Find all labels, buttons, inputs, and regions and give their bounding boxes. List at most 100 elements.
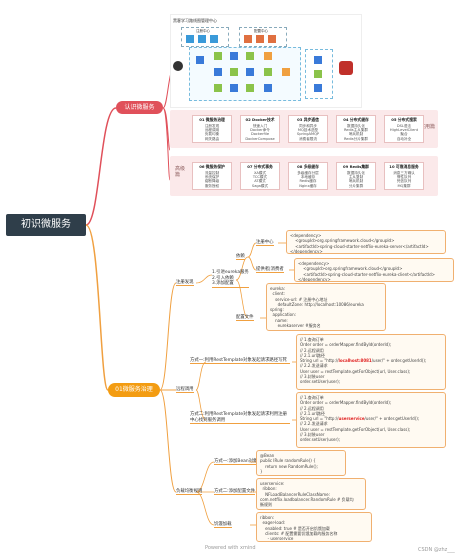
- practice-card-desc: DSL语法: [396, 124, 412, 128]
- practice-card-desc: 消费者限流: [299, 136, 317, 141]
- advanced-card-desc: 系统保护: [204, 175, 220, 180]
- advanced-card-title: 08 多级缓存: [297, 164, 319, 169]
- practice-card-desc: HighLevelClient: [389, 128, 419, 133]
- advanced-card-desc: 服务授权: [204, 183, 220, 188]
- users-icon: [173, 61, 183, 71]
- practice-card-title: 03 异步通信: [297, 117, 319, 122]
- practice-card-desc: SpringAMQP: [296, 132, 320, 137]
- practice-card-desc: 网关路由: [204, 136, 220, 141]
- branch-know-microservices[interactable]: 认识微服务: [116, 101, 163, 114]
- lb-code-1: @Bean public IRule randomRule() { return…: [256, 450, 346, 476]
- server-icon: [198, 35, 206, 43]
- practice-card-desc: 同步和异步: [299, 124, 317, 128]
- practice-card-desc: 数据持久化: [347, 124, 365, 128]
- remote-code-2-before: // 1.查询订单 Order order = orderMapper.find…: [300, 395, 392, 422]
- registry-client-topic[interactable]: 提供者|消费者: [256, 267, 284, 273]
- config-region: 配置中心: [239, 27, 287, 47]
- registry-steps: 1.引进eureka服务 2.引入依赖 3.添加配置: [212, 270, 249, 288]
- lb-code-2: userservice: ribbon: NFLoadBalancerRuleC…: [256, 478, 366, 510]
- eureka-config-code: eureka: client: service-url: # 注册中心地址 de…: [266, 283, 386, 331]
- advanced-card-desc: 惰性队列: [396, 175, 412, 180]
- advanced-card-title: 07 分布式事务: [247, 164, 273, 169]
- load-balance-topic[interactable]: 负载均衡规则: [176, 489, 203, 495]
- middleware-icon: [314, 70, 322, 78]
- server-dependency-code: <dependency> <groupId>org.springframewor…: [286, 230, 446, 254]
- branch-microservice-governance[interactable]: 01微服务治理: [108, 383, 160, 397]
- architecture-title: 黑客学习路线图管理中心: [173, 18, 217, 23]
- lazy-load-topic[interactable]: 饥饿加载: [214, 522, 232, 528]
- advanced-card-desc: Redis缓存: [299, 179, 317, 184]
- practice-card-desc: 注册发现: [204, 124, 220, 128]
- advanced-card-desc: 分片集群: [348, 183, 364, 188]
- remote-code-2-host: userservice: [338, 416, 365, 422]
- service-icon: [214, 68, 222, 76]
- remote-call-topic[interactable]: 远程调用: [176, 387, 194, 393]
- practice-card-desc: Redis分片集群: [343, 136, 369, 141]
- advanced-card[interactable]: 06 微服务保护流量控制系统保护熔断降级服务授权: [192, 162, 232, 190]
- advanced-card-desc: 熔断降级: [204, 179, 220, 184]
- practice-card-desc: MQ技术选型: [297, 128, 319, 133]
- root-topic[interactable]: 初识微服务: [6, 214, 86, 236]
- service-icon: [214, 52, 222, 60]
- advanced-card[interactable]: 09 Redis集群数据持久化主从复制哨兵机制分片集群: [336, 162, 376, 190]
- advanced-card-title: 09 Redis集群: [343, 164, 369, 169]
- practice-card-desc: 自动补全: [396, 136, 412, 141]
- remote-method-1[interactable]: 方式一:利用RestTemplate对象发起请求路径写死: [190, 357, 290, 364]
- practice-card-title: 05 分布式搜索: [391, 117, 417, 122]
- registry-server-topic[interactable]: 注册中心: [256, 240, 274, 246]
- practice-card-desc: 远程调用: [204, 128, 220, 133]
- advanced-card-desc: 主从复制: [348, 175, 364, 180]
- service-icon: [264, 68, 272, 76]
- server-icon: [244, 35, 252, 43]
- middleware-icon: [314, 84, 322, 92]
- remote-code-2-after: /user/" + order.getUserId(); // 2.2.发送请求…: [300, 416, 420, 443]
- advanced-card-desc: 流量控制: [204, 171, 220, 175]
- service-icon: [196, 56, 204, 64]
- registry-region: 注册中心: [181, 27, 229, 47]
- practice-side-label: 实用篇: [420, 124, 436, 130]
- credit: CSDN @zhz___: [418, 547, 455, 553]
- service-icon: [230, 84, 238, 92]
- advanced-card-desc: Saga模式: [251, 183, 269, 188]
- dependency-topic[interactable]: 依赖: [236, 254, 245, 260]
- config-file-topic[interactable]: 配置文件: [236, 315, 254, 321]
- remote-code-1-before: // 1.查询订单 Order order = orderMapper.find…: [300, 337, 392, 364]
- registry-topic[interactable]: 注册发现: [176, 280, 194, 286]
- server-icon: [256, 35, 264, 43]
- registry-region-label: 注册中心: [196, 29, 210, 33]
- advanced-card-desc: Nginx缓存: [299, 183, 317, 188]
- advanced-card-desc: 本地缓存: [300, 175, 316, 180]
- service-icon: [246, 52, 254, 60]
- practice-card-desc: 哨兵机制: [348, 132, 364, 137]
- advanced-card-title: 06 微服务保护: [199, 164, 225, 169]
- middleware-group: [305, 49, 333, 99]
- practice-card-desc: DockerCompose: [245, 136, 275, 141]
- service-icon: [230, 52, 238, 60]
- practice-card-desc: 负载均衡: [204, 132, 220, 137]
- client-dependency-code: <dependency> <groupId>org.springframewor…: [294, 258, 454, 282]
- advanced-card-desc: AT模式: [254, 179, 266, 184]
- practice-card-desc: 快速入门: [252, 124, 268, 128]
- service-icon: [264, 52, 272, 60]
- service-icon: [264, 84, 272, 92]
- practice-card[interactable]: 01 微服务治理注册发现远程调用负载均衡网关路由: [192, 115, 232, 143]
- server-icon: [210, 35, 218, 43]
- remote-method-2[interactable]: 方式二:利用RestTemplate对象发起请求利用注册中心找到服务调用: [190, 412, 290, 424]
- lb-method-1[interactable]: 方式一:添加Bean对象: [214, 459, 258, 465]
- lb-code-3: ribbon: eager-load: enabled: true # 是否开启…: [256, 512, 372, 542]
- watermark: Powered with xmind: [205, 545, 256, 551]
- service-icon: [282, 68, 290, 76]
- practice-card-title: 04 分布式缓存: [343, 117, 369, 122]
- lb-method-2[interactable]: 方式二:添加配置文件: [214, 489, 255, 495]
- advanced-card-desc: MQ集群: [397, 183, 411, 188]
- service-icon: [214, 84, 222, 92]
- config-region-label: 配置中心: [254, 29, 268, 33]
